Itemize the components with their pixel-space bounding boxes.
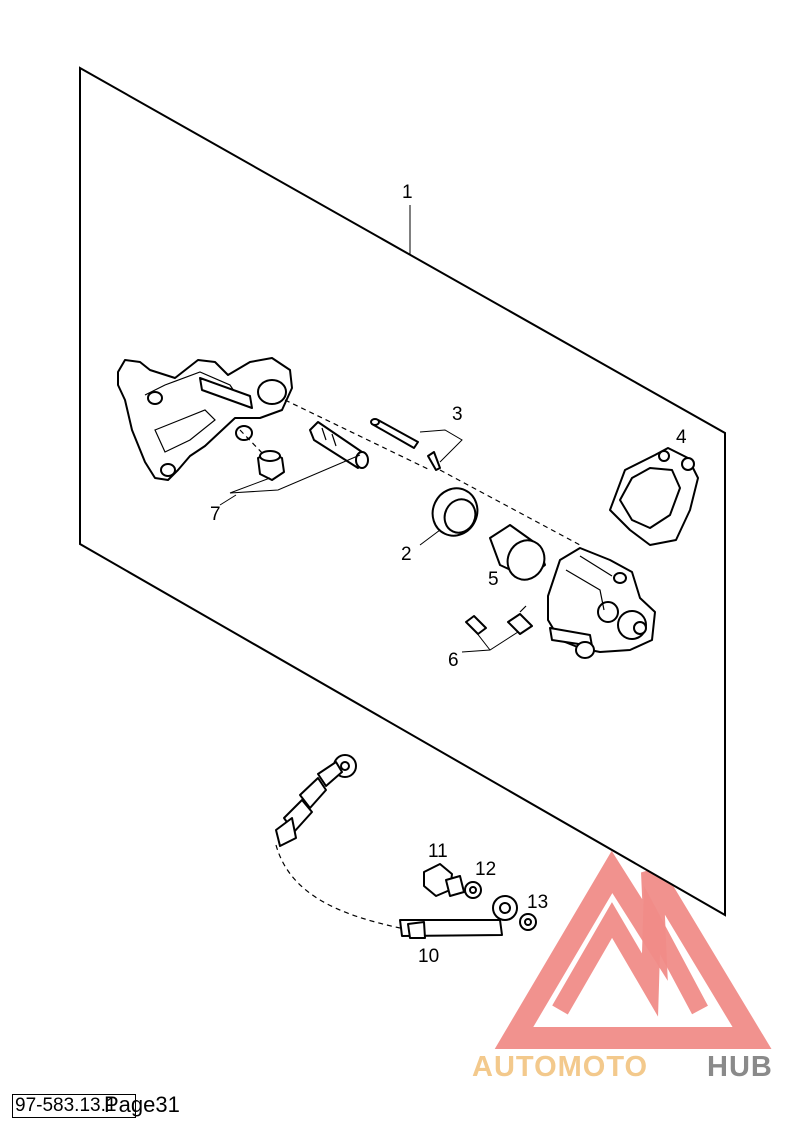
pad-pin [370,418,419,449]
callout-12: 12 [475,859,496,880]
callout-5: 5 [488,569,499,590]
guide-pin-boot [309,421,369,469]
watermark-logo: AUTOMOTO HUB [472,850,773,1083]
bleeder-valve [465,605,533,635]
callout-4: 4 [676,427,687,448]
caliper-bracket [117,357,293,481]
leader-6 [461,631,519,653]
watermark-brand-hub: HUB [707,1051,773,1083]
leader-2 [419,529,441,546]
leader-7b [229,477,271,494]
washer-12 [464,881,482,899]
logo-m-stroke [552,885,708,1017]
callout-2: 2 [401,544,412,565]
leader-3 [419,429,463,463]
banjo-bolt [423,863,465,897]
callout-1: 1 [402,182,413,203]
page-number: Page31 [104,1092,180,1117]
callout-10: 10 [418,946,439,967]
callout-11: 11 [428,841,448,862]
callout-3: 3 [452,404,463,425]
callout-6: 6 [448,650,459,671]
kit-panel [79,66,726,917]
callout-13: 13 [527,892,548,913]
brake-pads [609,447,699,546]
caliper-body [547,547,656,659]
piston-seal [431,487,479,537]
leader-7c [219,494,237,506]
callout-7: 7 [210,504,221,525]
pad-clip [427,451,441,471]
leader-7 [229,454,361,494]
washer-13 [519,913,537,931]
brake-hose [275,754,518,939]
watermark-brand-automoto: AUTOMOTO [472,1051,648,1083]
document-code: 97-583.13.1 [12,1094,136,1118]
axis-dash-2 [239,429,266,457]
piston [489,524,546,581]
bleed-plug [257,450,285,481]
